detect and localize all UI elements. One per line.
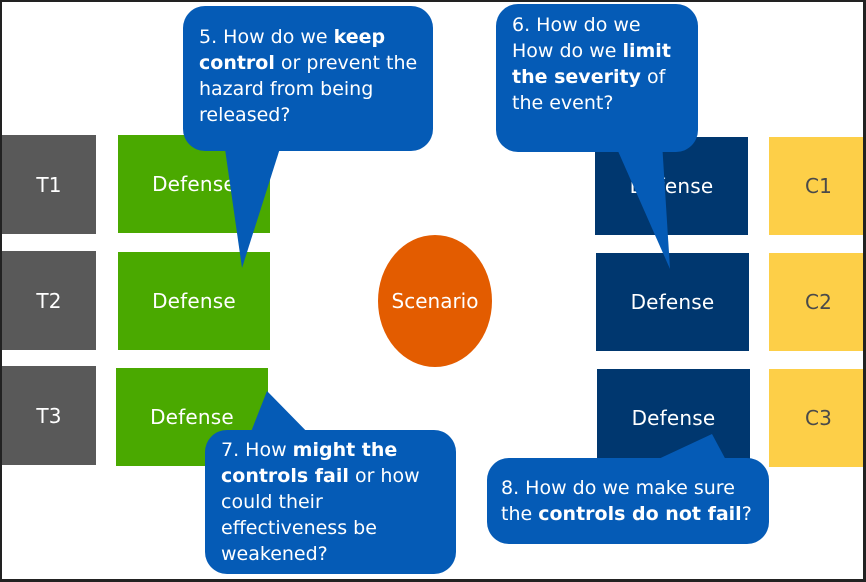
preventive-defense-2: Defense [118, 252, 270, 350]
mitigating-defense-3: Defense [597, 369, 750, 467]
callout-text-bold: limit the severity [512, 40, 671, 88]
callout-text-part: or how could their effectiveness be weak… [221, 465, 420, 565]
threat-box-1: T1 [2, 135, 96, 234]
callout-text-part: 7. How [221, 439, 293, 461]
consequence-box-2: C2 [769, 253, 863, 351]
defense-label: Defense [152, 289, 236, 313]
callout-7: 7. How might the controls fail or how co… [205, 430, 456, 574]
callout-6: 6. How do we How do we limit the severit… [496, 4, 698, 152]
callout-text-part: 5. How do we [199, 26, 334, 48]
consequence-box-3: C3 [769, 369, 863, 467]
threat-label: T2 [36, 288, 62, 313]
consequence-box-1: C1 [769, 137, 863, 235]
consequence-label: C1 [804, 174, 833, 198]
mitigating-defense-2: Defense [596, 253, 749, 351]
threat-label: T1 [36, 172, 62, 197]
callout-text-bold: keep control [199, 26, 386, 74]
callout-text-part: 8. How do we make sure the [501, 477, 735, 525]
defense-label: Defense [631, 406, 716, 430]
consequence-label: C2 [804, 290, 833, 314]
threat-label: T3 [36, 403, 62, 428]
callout-text-part: 6. How do we How do we [512, 14, 641, 62]
consequence-label: C3 [804, 406, 833, 430]
callout-text-bold: might the controls fail [221, 439, 398, 487]
defense-label: Defense [152, 172, 236, 196]
scenario-node: Scenario [378, 235, 492, 367]
callout-5: 5. How do we keep control or prevent the… [183, 6, 433, 151]
threat-box-2: T2 [2, 251, 96, 350]
callout-8: 8. How do we make sure the controls do n… [487, 458, 769, 544]
defense-label: Defense [630, 290, 715, 314]
scenario-label: Scenario [391, 289, 479, 313]
callout-text-part: or prevent the hazard from being release… [199, 52, 418, 126]
callout-text-bold: controls do not fail [538, 503, 742, 525]
callout-text-part: ? [741, 503, 752, 525]
callout-text-part: of the event? [512, 66, 666, 114]
threat-box-3: T3 [2, 366, 96, 465]
defense-label: Defense [629, 174, 714, 198]
defense-label: Defense [150, 405, 234, 429]
